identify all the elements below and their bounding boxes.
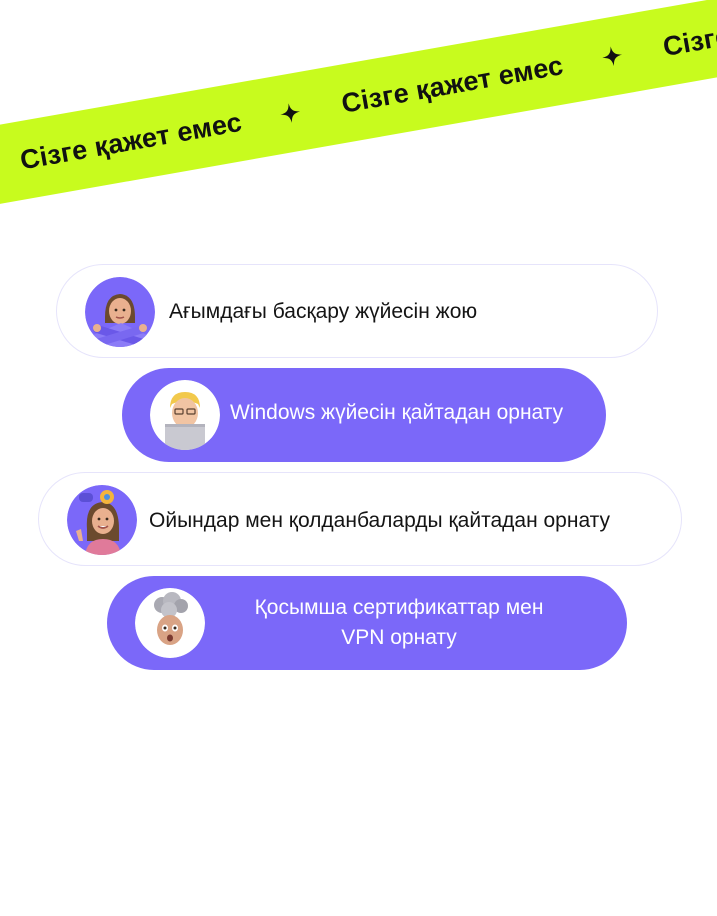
woman-crossed-arms-avatar — [85, 277, 155, 347]
man-with-laptop-avatar — [150, 380, 220, 450]
step-label: Қосымша сертификаттар мен VPN орнату — [217, 593, 581, 653]
mind-blown-avatar — [135, 588, 205, 658]
star-icon — [600, 45, 623, 68]
step-item-reinstall-apps: Ойындар мен қолданбаларды қайтадан орнат… — [38, 472, 682, 566]
ribbon-track: Сізге қажет емес Сізге қажет емес Сізге … — [14, 0, 717, 199]
step-label-line: VPN орнату — [341, 626, 457, 649]
ribbon-text: Сізге қажет емес — [17, 106, 244, 175]
step-item-install-certificates-vpn: Қосымша сертификаттар мен VPN орнату — [107, 576, 627, 670]
step-label: Ойындар мен қолданбаларды қайтадан орнат… — [149, 509, 611, 532]
ribbon-text: Сізге қажет емес — [660, 0, 717, 62]
woman-with-app-icons-avatar — [67, 485, 137, 555]
step-label: Windows жүйесін қайтадан орнату — [230, 401, 564, 424]
step-item-reinstall-windows: Windows жүйесін қайтадан орнату — [122, 368, 606, 462]
step-item-remove-os: Ағымдағы басқару жүйесін жою — [56, 264, 658, 358]
step-label-line: Қосымша сертификаттар мен — [254, 596, 544, 619]
ribbon-banner: Сізге қажет емес Сізге қажет емес Сізге … — [0, 0, 717, 209]
star-icon — [279, 101, 302, 124]
step-label: Ағымдағы басқару жүйесін жою — [169, 300, 478, 323]
ribbon-text: Сізге қажет емес — [339, 49, 566, 119]
